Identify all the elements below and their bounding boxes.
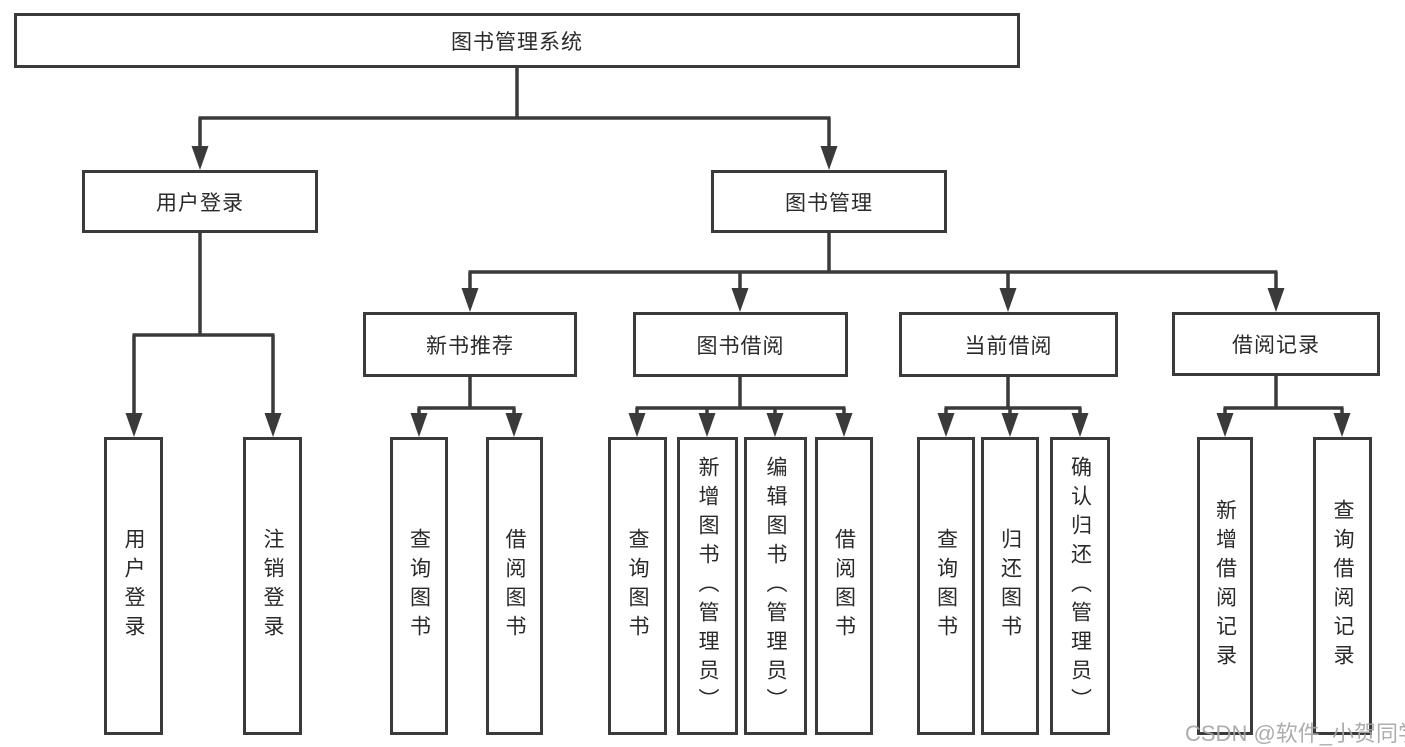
leaf-label: 查询图书 (626, 528, 649, 644)
leaf-label: 查询图书 (407, 528, 431, 644)
leaf-label: 注销登录 (261, 528, 284, 644)
arrow-down-icon (731, 288, 749, 312)
node-label: 新书推荐 (426, 334, 514, 358)
arrow-down-icon (125, 413, 143, 437)
connector-new-books-to-leaves (417, 377, 516, 415)
arrow-down-icon (1216, 413, 1234, 437)
node-label: 借阅记录 (1232, 334, 1320, 357)
node-label: 图书借阅 (696, 334, 785, 358)
leaf-query-borrow-record: 查询借阅记录 (1313, 437, 1372, 735)
connector-user-login-to-leaves (132, 233, 275, 414)
leaf-label: 查询借阅记录 (1331, 499, 1354, 673)
node-current-borrow: 当前借阅 (899, 312, 1118, 377)
leaf-add-books-admin: 新增图书（管理员） (677, 437, 738, 735)
node-label: 用户登录 (156, 191, 244, 215)
arrow-down-icon (766, 413, 784, 437)
leaf-return-books: 归还图书 (981, 437, 1039, 735)
arrow-down-icon (191, 146, 209, 170)
arrow-down-icon (1267, 288, 1285, 312)
leaf-label: 新增图书（管理员） (696, 455, 719, 717)
arrow-down-icon (505, 413, 523, 437)
leaf-query-books-recommend: 查询图书 (390, 437, 448, 735)
node-label: 当前借阅 (964, 334, 1053, 358)
leaf-label: 确认归还（管理员） (1068, 455, 1092, 717)
leaf-label: 编辑图书（管理员） (764, 455, 787, 717)
leaf-borrow-books: 借阅图书 (815, 437, 873, 735)
leaf-label: 归还图书 (998, 528, 1022, 644)
arrow-down-icon (264, 413, 282, 437)
leaf-user-login: 用户登录 (104, 437, 163, 735)
connector-book-management-to-level3 (468, 233, 1278, 290)
leaf-label: 用户登录 (122, 528, 145, 644)
arrow-down-icon (937, 413, 955, 437)
connector-current-borrow-to-leaves (944, 377, 1082, 415)
arrow-down-icon (698, 413, 716, 437)
arrow-down-icon (835, 413, 853, 437)
leaf-logout: 注销登录 (243, 437, 302, 735)
node-new-book-recommend: 新书推荐 (363, 312, 577, 377)
arrow-down-icon (1071, 413, 1089, 437)
leaf-label: 借阅图书 (832, 528, 856, 644)
node-user-login: 用户登录 (82, 170, 318, 233)
leaf-label: 借阅图书 (503, 528, 526, 644)
arrow-down-icon (999, 288, 1017, 312)
node-root-system: 图书管理系统 (14, 13, 1020, 68)
connector-book-borrow-to-leaves (635, 377, 846, 415)
leaf-label: 新增借阅记录 (1213, 499, 1237, 673)
arrow-down-icon (461, 288, 479, 312)
node-label: 图书管理 (785, 191, 873, 215)
arrow-down-icon (628, 413, 646, 437)
node-book-management: 图书管理 (711, 170, 947, 233)
node-borrow-records: 借阅记录 (1172, 312, 1380, 376)
leaf-confirm-return-admin: 确认归还（管理员） (1050, 437, 1110, 735)
leaf-add-borrow-record: 新增借阅记录 (1197, 437, 1253, 735)
leaf-label: 查询图书 (934, 528, 958, 644)
leaf-query-books-borrow: 查询图书 (608, 437, 667, 735)
leaf-edit-books-admin: 编辑图书（管理员） (744, 437, 807, 735)
connector-root-to-level2 (198, 68, 831, 148)
arrow-down-icon (1001, 413, 1019, 437)
arrow-down-icon (410, 413, 428, 437)
node-book-borrow: 图书借阅 (633, 312, 848, 377)
node-label: 图书管理系统 (451, 30, 583, 54)
connector-borrow-records-to-leaves (1223, 376, 1344, 415)
arrow-down-icon (1333, 413, 1351, 437)
leaf-borrow-books-recommend: 借阅图书 (486, 437, 543, 735)
leaf-query-books-current: 查询图书 (917, 437, 975, 735)
arrowheads (125, 146, 1351, 437)
arrow-down-icon (820, 146, 838, 170)
